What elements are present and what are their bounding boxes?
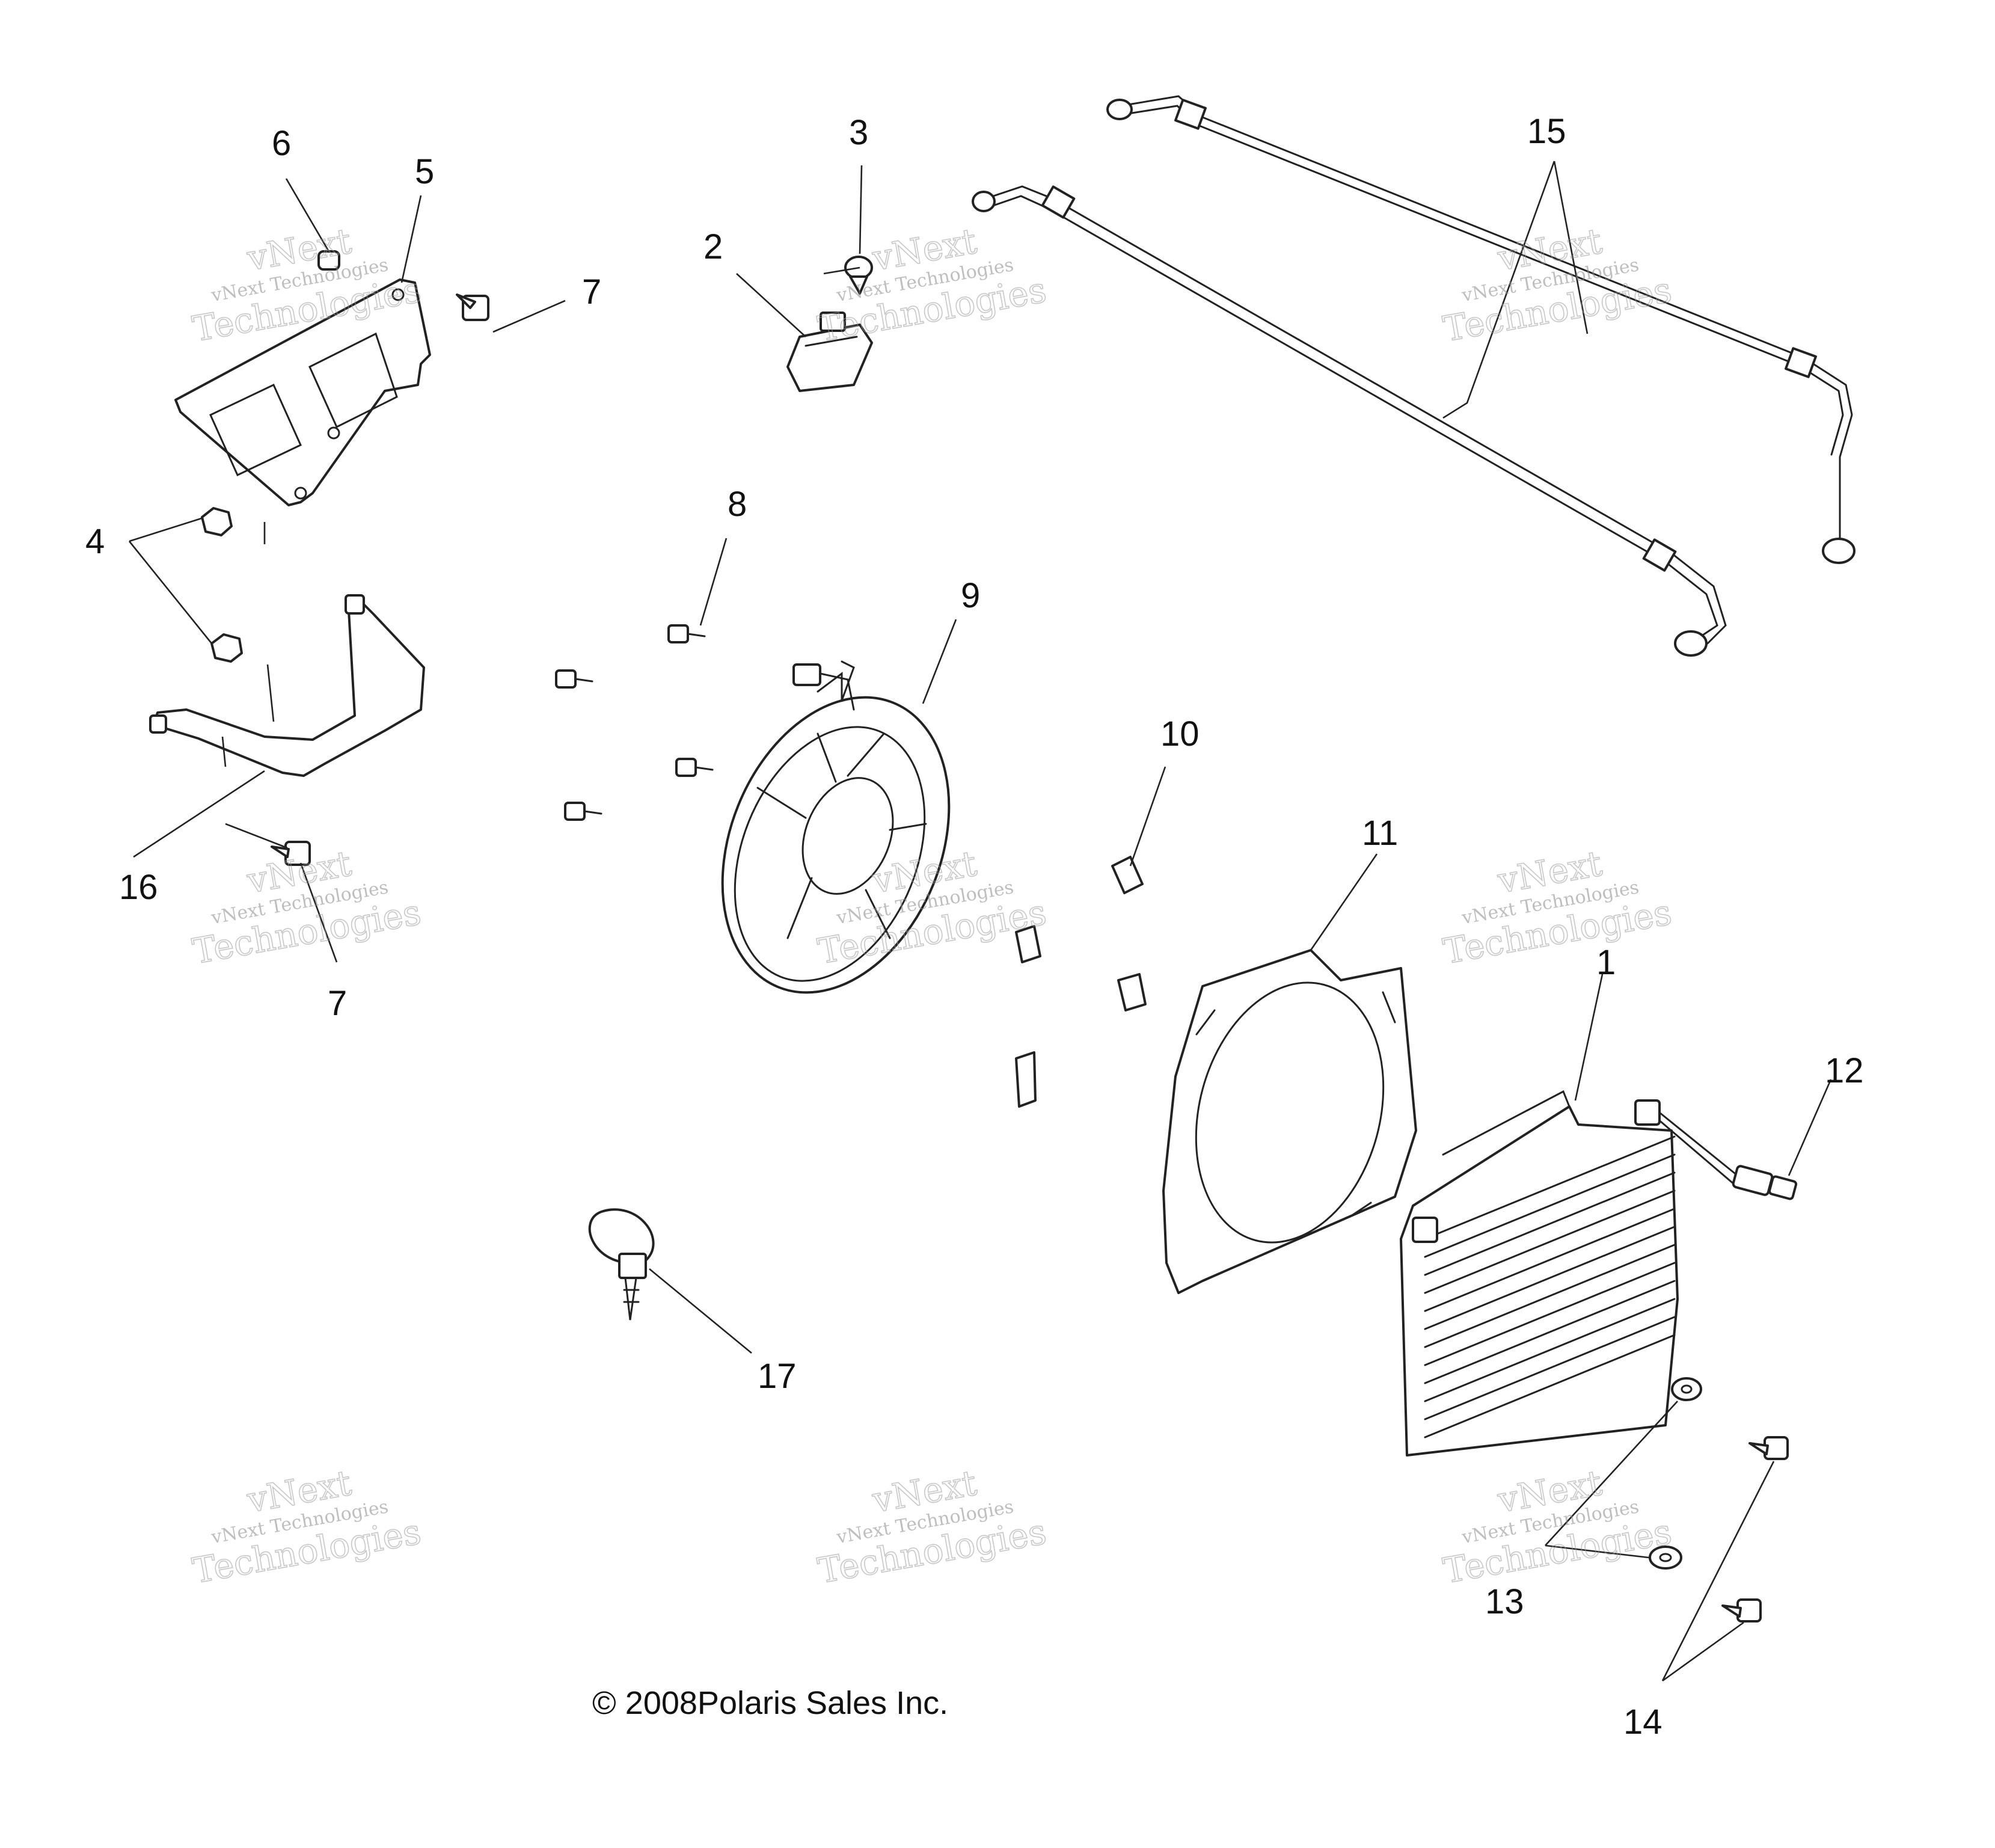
callout-4: 4 xyxy=(85,522,105,561)
callout-8: 8 xyxy=(728,485,747,524)
watermark-middle-right: vNext Technologies Technologies vNext xyxy=(1439,843,1675,972)
part-16-lower-bracket xyxy=(149,594,425,777)
callout-7-lower: 7 xyxy=(328,984,347,1023)
callout-labels: 1 2 3 4 5 6 7 7 8 9 10 11 12 13 14 15 16… xyxy=(85,112,1864,1742)
part-2-clamp xyxy=(786,312,873,392)
callout-10: 10 xyxy=(1160,714,1200,754)
callout-9: 9 xyxy=(961,576,980,615)
leader-lines xyxy=(128,161,1832,1682)
part-13-washers xyxy=(1649,1377,1702,1570)
part-14-bolts xyxy=(1721,1436,1789,1622)
part-9-fan xyxy=(721,660,951,994)
part-7-lower-bolt xyxy=(271,841,311,866)
part-1-oil-cooler xyxy=(1400,1090,1739,1457)
watermark-top-left: vNext Technologies Technologies vNext xyxy=(189,220,424,350)
callout-13: 13 xyxy=(1485,1582,1524,1621)
watermark-bottom-left: vNext Technologies Technologies vNext xyxy=(189,1462,424,1592)
part-12-connector xyxy=(1732,1165,1798,1200)
callout-5: 5 xyxy=(415,152,434,191)
callout-6: 6 xyxy=(272,124,291,163)
callout-17: 17 xyxy=(758,1357,797,1396)
part-8-bolts xyxy=(555,624,714,821)
part-17-p-clip xyxy=(588,1208,655,1321)
callout-2: 2 xyxy=(703,227,723,266)
part-5-upper-bracket xyxy=(174,278,431,506)
part-10-clips xyxy=(1015,856,1147,1108)
callout-14: 14 xyxy=(1623,1702,1662,1742)
watermark-middle-center: vNext Technologies Technologies vNext xyxy=(814,843,1049,972)
watermark-bottom-right: vNext Technologies Technologies vNext xyxy=(1439,1462,1675,1592)
watermark-middle-left: vNext Technologies Technologies vNext xyxy=(189,843,424,972)
callout-15: 15 xyxy=(1527,112,1566,151)
watermark-bottom-center: vNext Technologies Technologies vNext xyxy=(814,1462,1049,1592)
callout-12: 12 xyxy=(1825,1051,1864,1090)
callout-3: 3 xyxy=(849,113,868,152)
callout-7-upper: 7 xyxy=(582,272,601,312)
callout-16: 16 xyxy=(119,868,158,907)
part-11-shroud xyxy=(1162,949,1417,1294)
part-4-nuts xyxy=(201,507,243,663)
callout-1: 1 xyxy=(1596,943,1616,982)
part-15-tubes xyxy=(972,95,1856,657)
callout-11: 11 xyxy=(1362,814,1398,853)
watermark-top-right: vNext Technologies Technologies vNext xyxy=(1439,220,1675,350)
part-7-upper-bolt xyxy=(456,293,489,321)
watermark-top-center: vNext Technologies Technologies vNext xyxy=(814,220,1049,350)
copyright-notice: © 2008Polaris Sales Inc. xyxy=(592,1685,948,1721)
